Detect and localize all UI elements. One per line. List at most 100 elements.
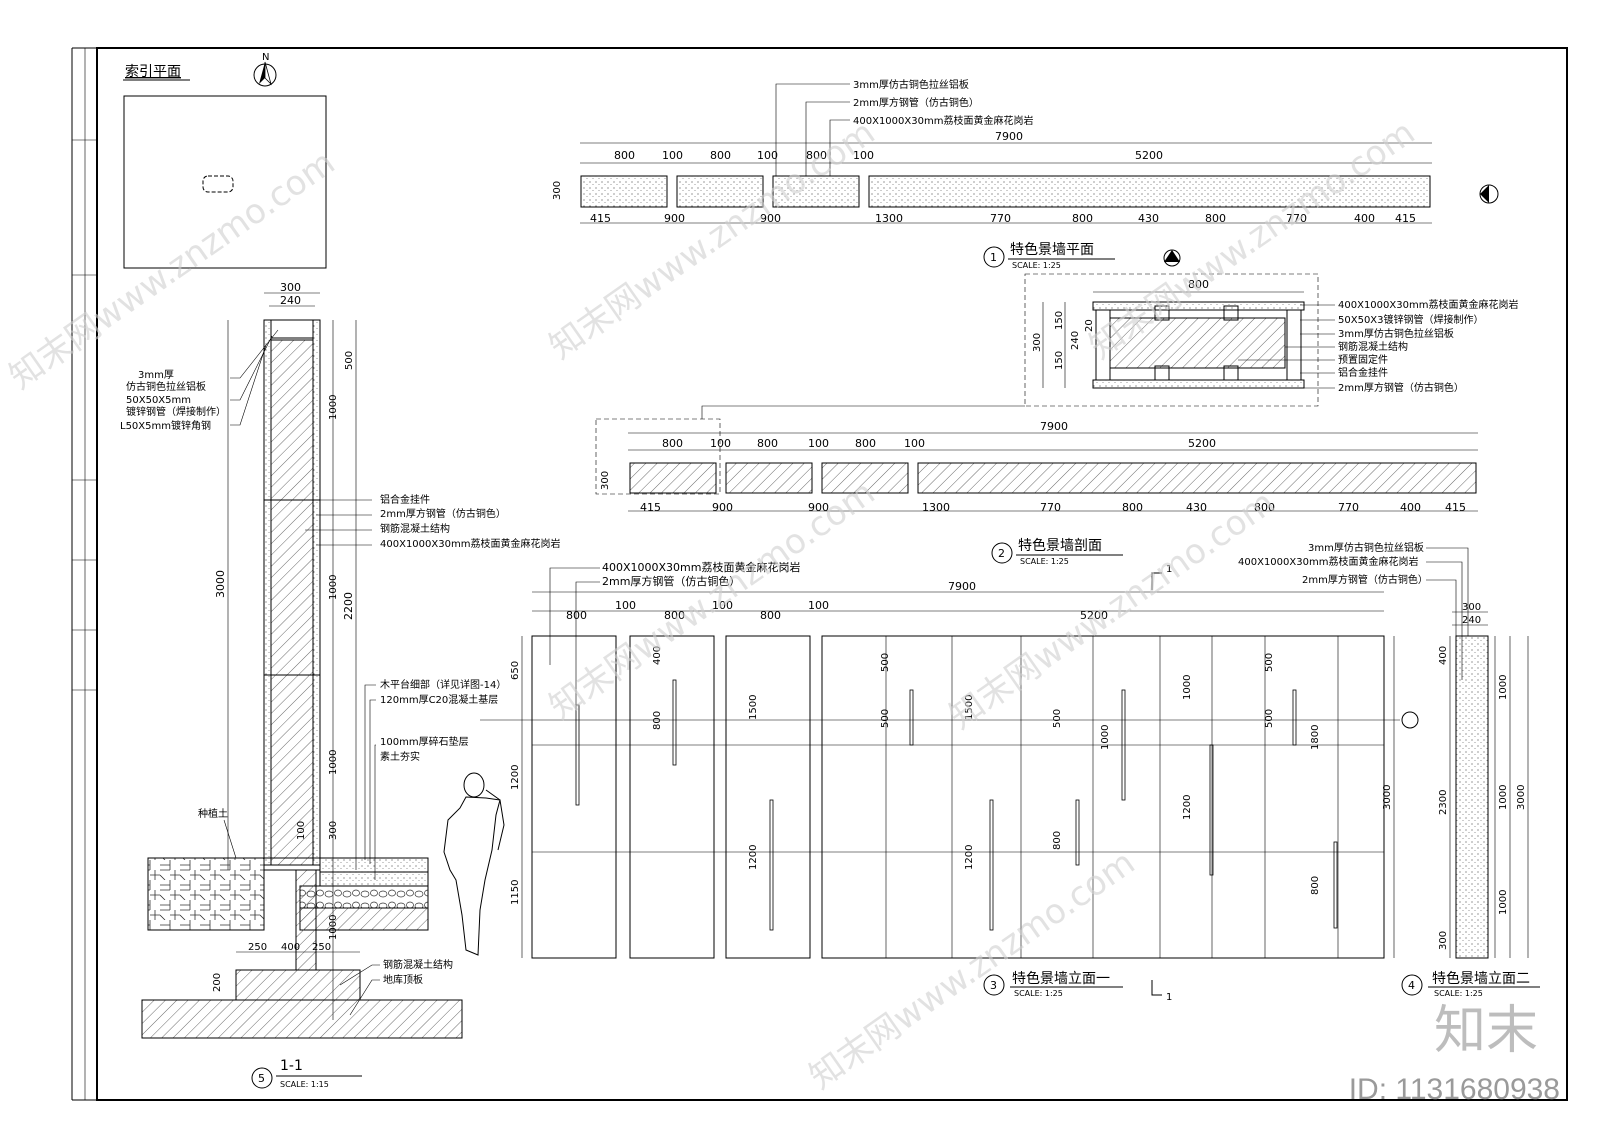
plan-bdim-2: 900 [664, 212, 685, 225]
plan-callout-1: 3mm厚仿古铜色拉丝铝板 [853, 78, 969, 91]
section-bdim-7: 430 [1186, 501, 1207, 514]
elev1-title: 特色景墙立面一 [1012, 970, 1110, 987]
sec11-rcallout-5: 木平台细部（详见详图-14） [380, 678, 506, 691]
plan-callout-3: 400X1000X30mm荔枝面黄金麻花岗岩 [853, 114, 1033, 127]
detail-dim-240: 240 [1070, 331, 1081, 350]
sec11-base-dim-4: 200 [212, 973, 223, 992]
image-id: ID: 1131680938 [1348, 1073, 1560, 1106]
plan-dim-1: 800 [614, 149, 635, 162]
detail-callout-4: 钢筋混凝土结构 [1338, 340, 1408, 353]
section-view: 7900 800 100 800 100 800 100 5200 300 41… [595, 418, 1478, 566]
section-bdim-5: 770 [1040, 501, 1061, 514]
section-bdim-9: 770 [1338, 501, 1359, 514]
human-figure-icon [443, 772, 505, 956]
elev2-ldim-3: 300 [1438, 931, 1449, 950]
elev2-dim-300: 300 [1462, 602, 1481, 613]
plan-bdim-5: 770 [990, 212, 1011, 225]
detail-callout-6: 铝合金挂件 [1338, 366, 1388, 379]
elev2-ldim-2: 2300 [1438, 790, 1449, 815]
elev1-callout-1: 400X1000X30mm荔枝面黄金麻花岗岩 [602, 560, 801, 574]
detail-dim-150a: 150 [1054, 311, 1065, 330]
sheet-frame [71, 47, 1568, 1101]
sec11-rdim-1: 500 [344, 351, 355, 370]
section-title: 特色景墙剖面 [1018, 537, 1102, 554]
elev2-callout-3: 2mm厚方钢管（仿古铜色） [1302, 573, 1428, 586]
sec11-dim-300: 300 [280, 281, 301, 294]
sec11-rcallout-4: 400X1000X30mm荔枝面黄金麻花岗岩 [380, 537, 560, 550]
section-bdim-6: 800 [1122, 501, 1143, 514]
elev1-dim-2: 100 [615, 599, 636, 612]
elev2-scale: SCALE: 1:25 [1434, 989, 1483, 998]
section-1-1: 300 240 3000 500 1000 1000 1000 300 1000… [120, 281, 560, 1089]
section-dim-2: 100 [710, 437, 731, 450]
elev2-ref: 4 [1408, 979, 1415, 992]
elev1-dim-6: 100 [808, 599, 829, 612]
plan-bdim-1: 415 [590, 212, 611, 225]
elev1-overall-dim: 7900 [948, 580, 976, 593]
sec11-base-dim-3: 250 [312, 942, 331, 953]
elev1-idim-8: 1200 [964, 845, 975, 870]
brand-logo: 知末 [1433, 1001, 1538, 1061]
elev1-idim-11: 800 [1052, 831, 1063, 850]
elev1-dim-7: 5200 [1080, 609, 1108, 622]
plan-dim-5: 800 [806, 149, 827, 162]
detail-callout-3: 3mm厚仿古铜色拉丝铝板 [1338, 327, 1454, 340]
plan-title: 特色景墙平面 [1010, 241, 1094, 258]
detail-width: 800 [1188, 278, 1209, 291]
sec11-outer-dim: 2200 [342, 592, 355, 620]
svg-text:N: N [262, 52, 269, 63]
detail-dim-20: 20 [1084, 319, 1095, 332]
elev1-rdim: 3000 [1382, 785, 1393, 810]
elev2-rdim-2: 1000 [1498, 785, 1509, 810]
section-dim-1: 800 [662, 437, 683, 450]
sec11-rcallout-1: 铝合金挂件 [380, 493, 430, 506]
plan-bdim-6: 800 [1072, 212, 1093, 225]
elev1-scale: SCALE: 1:25 [1014, 989, 1063, 998]
plan-view: 7900 800 100 800 100 800 100 5200 300 41… [552, 78, 1499, 270]
section-ref: 2 [998, 547, 1005, 560]
section-bdim-10: 400 [1400, 501, 1421, 514]
sec11-base-dim-2: 400 [281, 942, 300, 953]
elev2-dim-240: 240 [1462, 615, 1481, 626]
detail-view: 800 300 150 150 240 20 400X1000X30mm荔枝面黄… [701, 249, 1518, 419]
elev1-idim-1: 400 [652, 646, 663, 665]
sec11-rcallout-7: 100mm厚碎石垫层 [380, 735, 469, 748]
sec11-lcallout-4: 镀锌钢管（焊接制作） [126, 405, 226, 418]
plan-height-dim: 300 [552, 181, 563, 200]
section-dim-5: 800 [855, 437, 876, 450]
detail-callout-1: 400X1000X30mm荔枝面黄金麻花岗岩 [1338, 298, 1518, 311]
plan-bdim-9: 770 [1286, 212, 1307, 225]
sec11-left-dim: 3000 [214, 570, 227, 598]
elev1-idim-10: 1000 [1100, 725, 1111, 750]
plan-bdim-4: 1300 [875, 212, 903, 225]
sec11-lcallout-3: 50X50X5mm [126, 395, 191, 406]
elev1-dim-5: 800 [760, 609, 781, 622]
plan-bdim-7: 430 [1138, 212, 1159, 225]
elev1-idim-14: 500 [1264, 653, 1275, 672]
svg-text:知末网www.znzmo.com: 知末网www.znzmo.com [802, 843, 1142, 1098]
elev2-rdim-3: 1000 [1498, 890, 1509, 915]
sec11-lcallout-2: 仿古铜色拉丝铝板 [126, 380, 206, 393]
sec11-lcallout-1: 3mm厚 [138, 369, 174, 381]
elev2-callout-1: 3mm厚仿古铜色拉丝铝板 [1308, 541, 1424, 554]
watermarks: 知末网www.znzmo.com 知末网www.znzmo.com 知末网www… [2, 113, 1422, 1098]
plan-dim-2: 100 [662, 149, 683, 162]
elev1-idim-12: 1000 [1182, 675, 1193, 700]
plan-dim-4: 100 [757, 149, 778, 162]
elev2-outer-dim: 3000 [1516, 785, 1527, 810]
section-bdim-4: 1300 [922, 501, 950, 514]
plan-dim-7: 5200 [1135, 149, 1163, 162]
plan-bdim-8: 800 [1205, 212, 1226, 225]
section-scale: SCALE: 1:25 [1020, 557, 1069, 566]
elevation-1: 7900 800 100 800 100 800 100 5200 [443, 560, 1419, 1003]
sec11-rcallout-2: 2mm厚方钢管（仿古铜色） [380, 507, 506, 520]
elev1-idim-15: 500 [1264, 709, 1275, 728]
sec11-rdim-5: 300 [328, 821, 339, 840]
detail-callout-2: 50X50X3镀锌钢管（焊接制作） [1338, 313, 1484, 326]
elev2-ldim-1: 400 [1438, 646, 1449, 665]
plan-dim-3: 800 [710, 149, 731, 162]
index-plan-title: 索引平面 [125, 63, 181, 80]
elev1-idim-7: 1500 [964, 695, 975, 720]
section-mark-icon [1479, 184, 1499, 204]
plan-bdim-11: 415 [1395, 212, 1416, 225]
